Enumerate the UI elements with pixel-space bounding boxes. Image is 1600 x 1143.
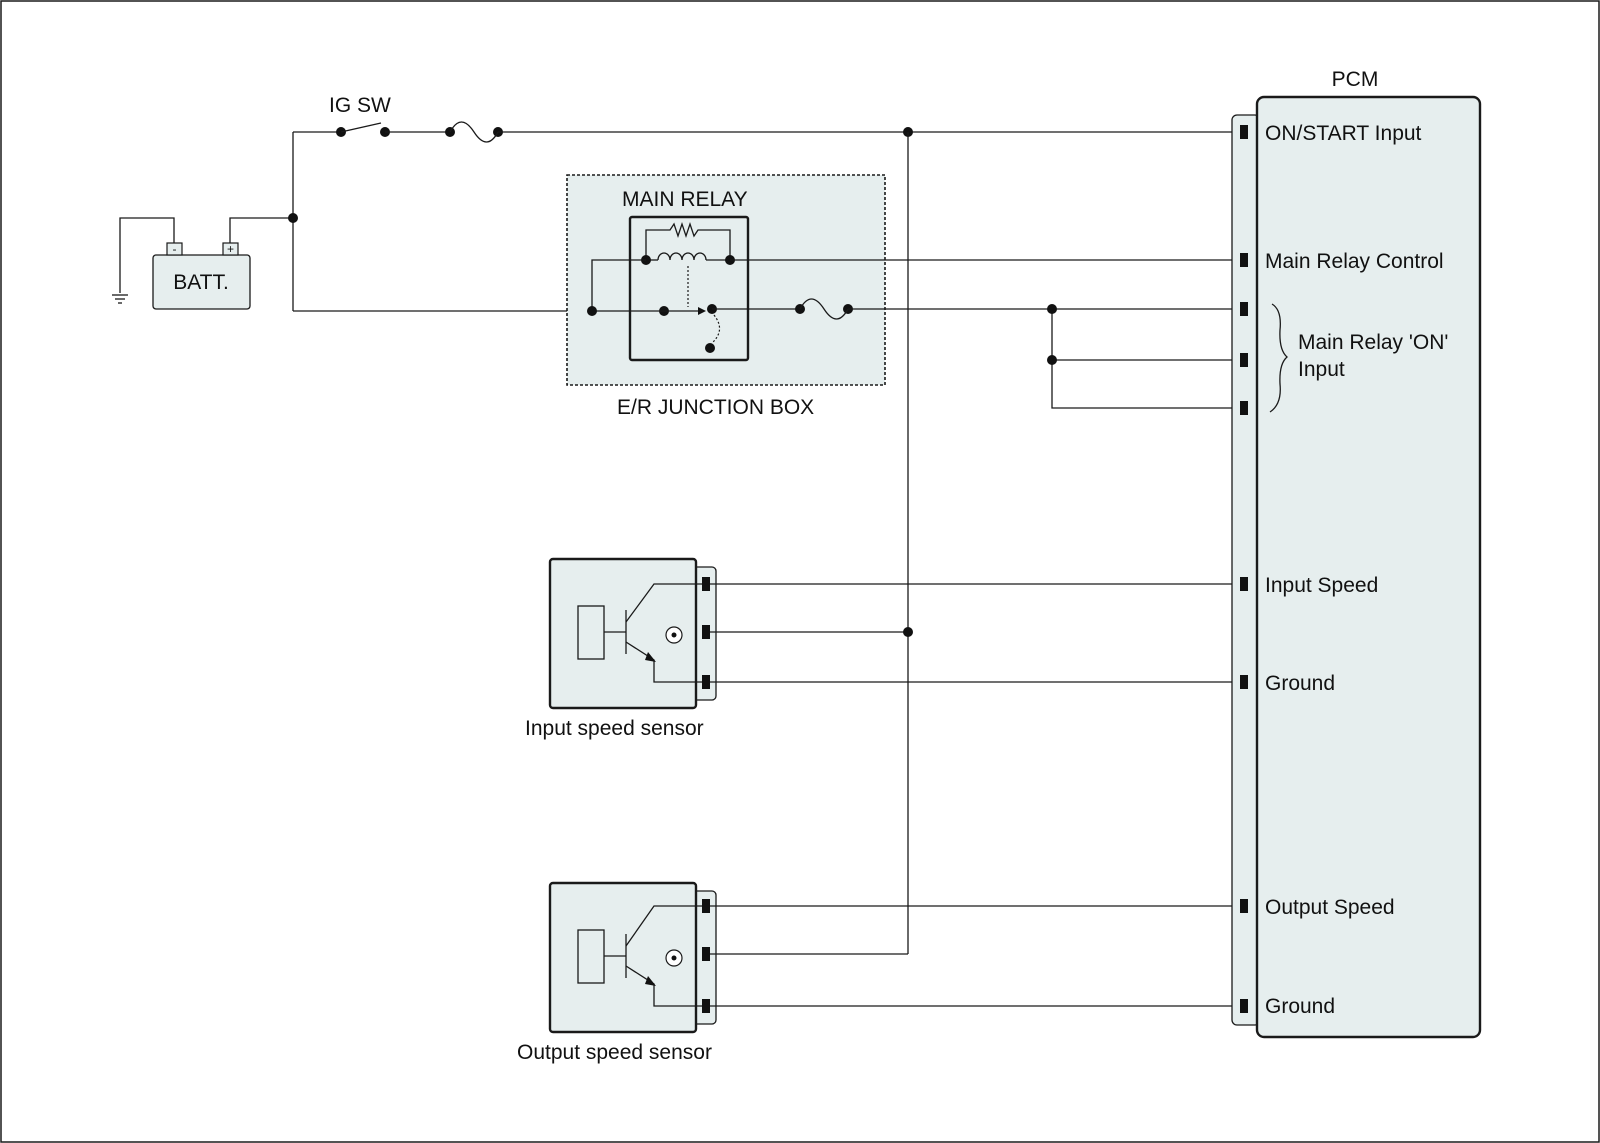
- junction-box-label: E/R JUNCTION BOX: [617, 396, 814, 419]
- main-relay-label: MAIN RELAY: [622, 188, 748, 211]
- input-sensor-supply-dot: [903, 627, 913, 637]
- battery-negative-symbol: -: [173, 242, 177, 256]
- pcm-label: PCM: [1332, 68, 1379, 91]
- battery: - + BATT.: [152, 242, 251, 310]
- input-speed-sensor: [548, 557, 717, 710]
- sensor-target-icon: [665, 949, 683, 967]
- main-relay-on-branch: [1051, 309, 1240, 409]
- pcm-pin-ground-2: Ground: [1265, 995, 1335, 1018]
- relay-coil-feed-wire: [591, 259, 646, 311]
- output-speed-sensor: [548, 881, 717, 1034]
- battery-ground-wire: [119, 217, 175, 293]
- pcm-pin-main-relay-on-line1: Main Relay 'ON': [1298, 331, 1448, 354]
- sensor-target-icon: [665, 626, 683, 644]
- ig-switch-label: IG SW: [329, 94, 391, 117]
- pcm-pin-output-speed: Output Speed: [1265, 896, 1395, 919]
- main-relay-on-dot-2: [1047, 355, 1057, 365]
- output-sensor-label: Output speed sensor: [517, 1041, 712, 1064]
- main-relay-on-brace: [1269, 303, 1288, 413]
- pcm-pin-main-relay-on-line2: Input: [1298, 358, 1345, 381]
- main-relay-on-dot-1: [1047, 304, 1057, 314]
- battery-positive-wire: [229, 217, 293, 243]
- pcm: [1231, 95, 1482, 1039]
- battery-label: BATT.: [173, 271, 229, 294]
- main-relay: [628, 215, 750, 362]
- pcm-pin-main-relay-control: Main Relay Control: [1265, 250, 1444, 273]
- relay-feed-dot: [587, 306, 597, 316]
- pcm-pin-on-start: ON/START Input: [1265, 122, 1422, 145]
- battery-positive-symbol: +: [227, 242, 234, 256]
- pcm-pin-ground-1: Ground: [1265, 672, 1335, 695]
- input-sensor-label: Input speed sensor: [525, 717, 704, 740]
- pcm-pin-input-speed: Input Speed: [1265, 574, 1378, 597]
- ig-switch-icon: [336, 122, 390, 137]
- battery-junction-dot: [288, 213, 298, 223]
- ground-icon: [112, 294, 128, 304]
